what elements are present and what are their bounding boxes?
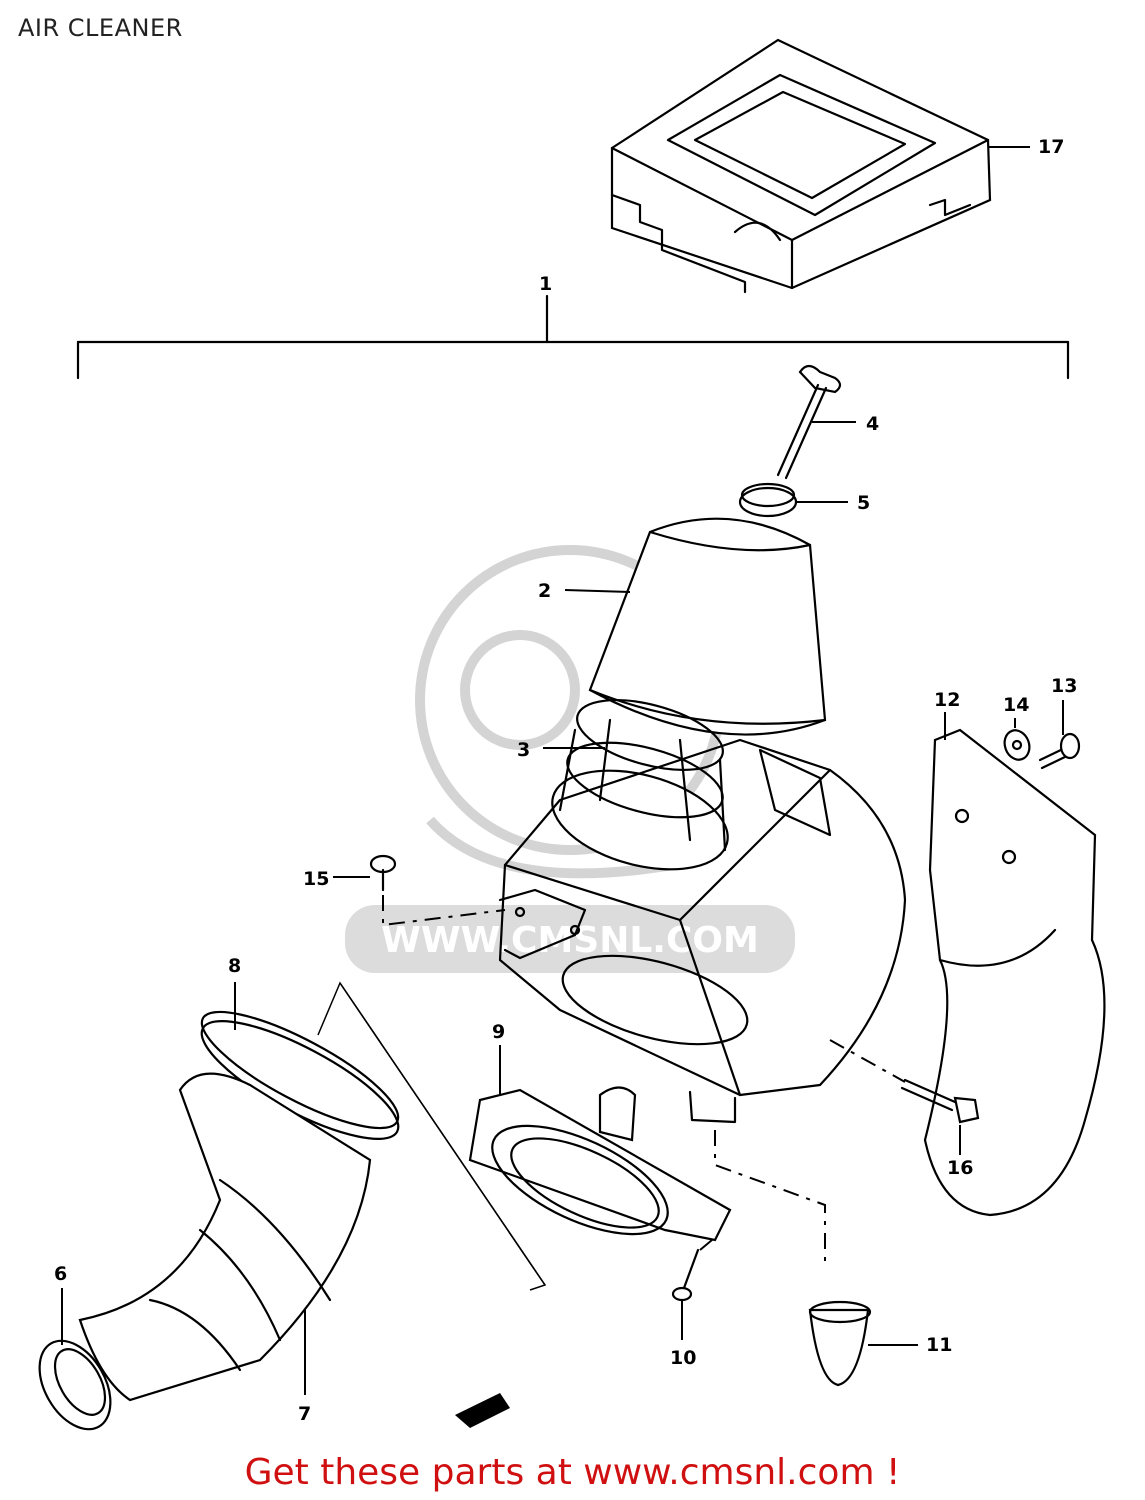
alignment-lines (317, 981, 547, 1291)
callout-15: 15 (303, 868, 329, 890)
part-5-grommet (738, 482, 848, 518)
callout-2: 2 (538, 580, 551, 602)
callout-17: 17 (1038, 136, 1064, 158)
callout-4: 4 (866, 413, 879, 435)
air-cleaner-case (498, 738, 907, 1124)
callout-10: 10 (670, 1347, 696, 1369)
callout-14: 14 (1003, 694, 1029, 716)
callout-6: 6 (54, 1263, 67, 1285)
callout-16: 16 (947, 1157, 973, 1179)
part-4-wing-bolt (776, 364, 856, 480)
part-11-cap (808, 1300, 918, 1387)
callout-11: 11 (926, 1334, 952, 1356)
callout-5: 5 (857, 492, 870, 514)
callout-3: 3 (517, 739, 530, 761)
part-12-duct (923, 712, 1106, 1217)
part-7-tube (78, 1072, 372, 1402)
callout-8: 8 (228, 955, 241, 977)
part-17-cover (610, 38, 1030, 294)
footer-link[interactable]: Get these parts at www.cmsnl.com ! (244, 1452, 901, 1493)
part-16-bolt (829, 1039, 980, 1155)
callout-7: 7 (298, 1403, 311, 1425)
watermark-text: WWW.CMSNL.COM (381, 920, 759, 961)
part-13-bolt (1038, 700, 1081, 770)
diagram-title: AIR CLEANER (18, 14, 183, 42)
assembly-bracket-1 (76, 294, 1070, 380)
part-9-flange (468, 1045, 826, 1265)
part-14-washer (1003, 718, 1031, 761)
watermark-logo: WWW.CMSNL.COM (345, 545, 795, 973)
callout-13: 13 (1051, 675, 1077, 697)
front-arrow-icon (455, 1393, 510, 1428)
part-6-hose-clamp (38, 1288, 112, 1431)
part-3-cage (543, 699, 729, 871)
callout-12: 12 (934, 689, 960, 711)
callout-labels: 1 2 3 4 5 6 7 8 9 10 11 12 13 14 15 16 1… (54, 136, 1077, 1425)
callout-9: 9 (492, 1021, 505, 1043)
part-15-screw (333, 854, 506, 927)
part-10-screw (671, 1239, 713, 1340)
callout-1: 1 (539, 273, 552, 295)
